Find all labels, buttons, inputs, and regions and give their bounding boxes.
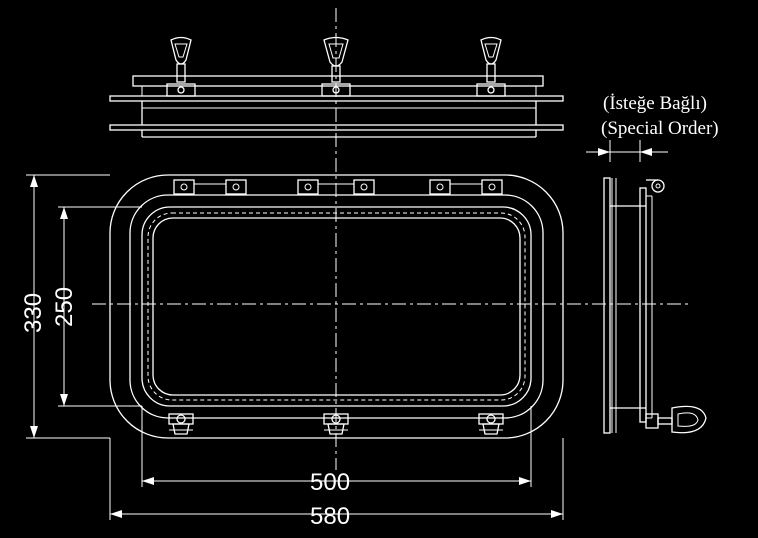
top-handle-left — [166, 36, 196, 97]
top-view-lid — [132, 75, 544, 87]
front-view — [109, 174, 564, 439]
side-view-lid — [639, 187, 647, 423]
dimension-label-330: 330 — [20, 293, 47, 333]
dimension-label-250: 250 — [51, 287, 78, 327]
top-view-lower-flange — [109, 124, 564, 131]
front-view-outer-flange — [109, 174, 564, 439]
dimension-outer-width — [109, 438, 564, 520]
dimension-inner-height — [58, 206, 142, 407]
side-view-flange — [603, 177, 611, 434]
front-view-frame-inner — [141, 206, 532, 407]
bottom-latch-center — [323, 413, 349, 435]
dimension-outer-height — [26, 174, 110, 439]
dimension-label-500: 500 — [310, 469, 350, 496]
dimension-label-580: 580 — [310, 503, 350, 530]
side-view — [586, 140, 707, 434]
front-view-gasket — [147, 212, 526, 401]
top-handle-right — [476, 36, 506, 97]
front-view-opening — [152, 217, 521, 396]
bottom-latch-right — [478, 413, 504, 435]
top-handle-center — [321, 36, 351, 97]
side-view-hinge — [651, 179, 665, 193]
front-view-frame — [129, 194, 544, 419]
hinge-blocks — [173, 179, 503, 195]
bottom-latch-left — [168, 413, 194, 435]
note-english: (Special Order) — [601, 118, 719, 139]
note-turkish: (İsteğe Bağlı) — [603, 93, 707, 114]
dimension-inner-width — [141, 406, 532, 487]
side-view-handle — [645, 405, 707, 434]
